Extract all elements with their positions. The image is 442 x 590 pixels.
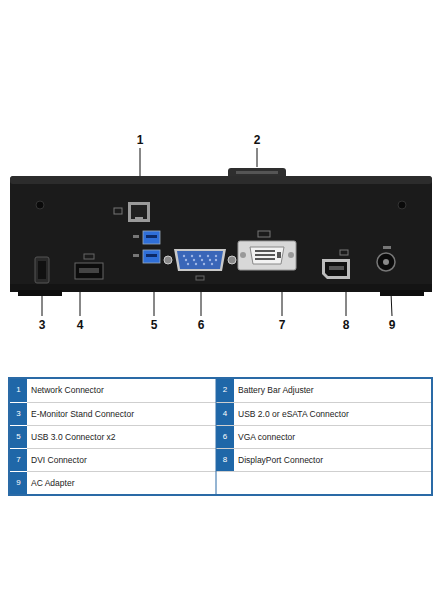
- table-cell: Network Connector: [31, 386, 104, 395]
- callout-number: 6: [198, 319, 205, 331]
- table-number: 6: [223, 433, 227, 441]
- table-number: 2: [223, 386, 227, 394]
- table-cell: DVI Connector: [31, 456, 87, 465]
- callout-number: 2: [254, 134, 261, 146]
- callout-number: 5: [151, 319, 158, 331]
- table-cell: Battery Bar Adjuster: [238, 386, 314, 395]
- callout-number: 4: [77, 319, 84, 331]
- table-cell: VGA connector: [238, 433, 295, 442]
- table-number: 8: [223, 456, 227, 464]
- table-cell: E-Monitor Stand Connector: [31, 410, 134, 419]
- callout-number: 7: [279, 319, 286, 331]
- table-cell: AC Adapter: [31, 479, 74, 488]
- table-number: 1: [16, 386, 20, 394]
- table-number: 5: [16, 433, 20, 441]
- table-number: 7: [16, 456, 20, 464]
- table-cell: DisplayPort Connector: [238, 456, 323, 465]
- table-number: 3: [16, 410, 20, 418]
- table-cell: USB 2.0 or eSATA Connector: [238, 410, 349, 419]
- table-number: 9: [16, 479, 20, 487]
- table-number: 4: [223, 410, 227, 418]
- callout-number: 8: [343, 319, 350, 331]
- table-cell: USB 3.0 Connector x2: [31, 433, 116, 442]
- callout-number: 3: [39, 319, 46, 331]
- callout-number: 1: [137, 134, 144, 146]
- callout-number: 9: [389, 319, 396, 331]
